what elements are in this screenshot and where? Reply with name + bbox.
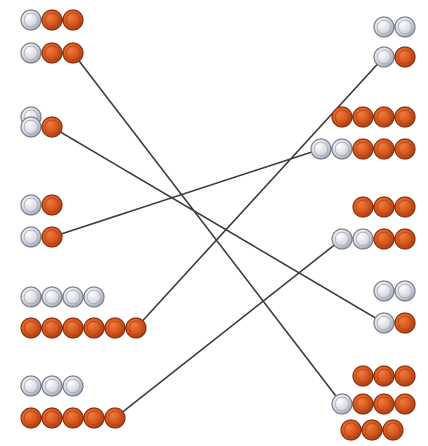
connection-line-3: [136, 57, 384, 328]
connection-line-4: [115, 239, 342, 418]
connection-line-0: [73, 53, 342, 404]
connection-line-2: [52, 149, 321, 237]
